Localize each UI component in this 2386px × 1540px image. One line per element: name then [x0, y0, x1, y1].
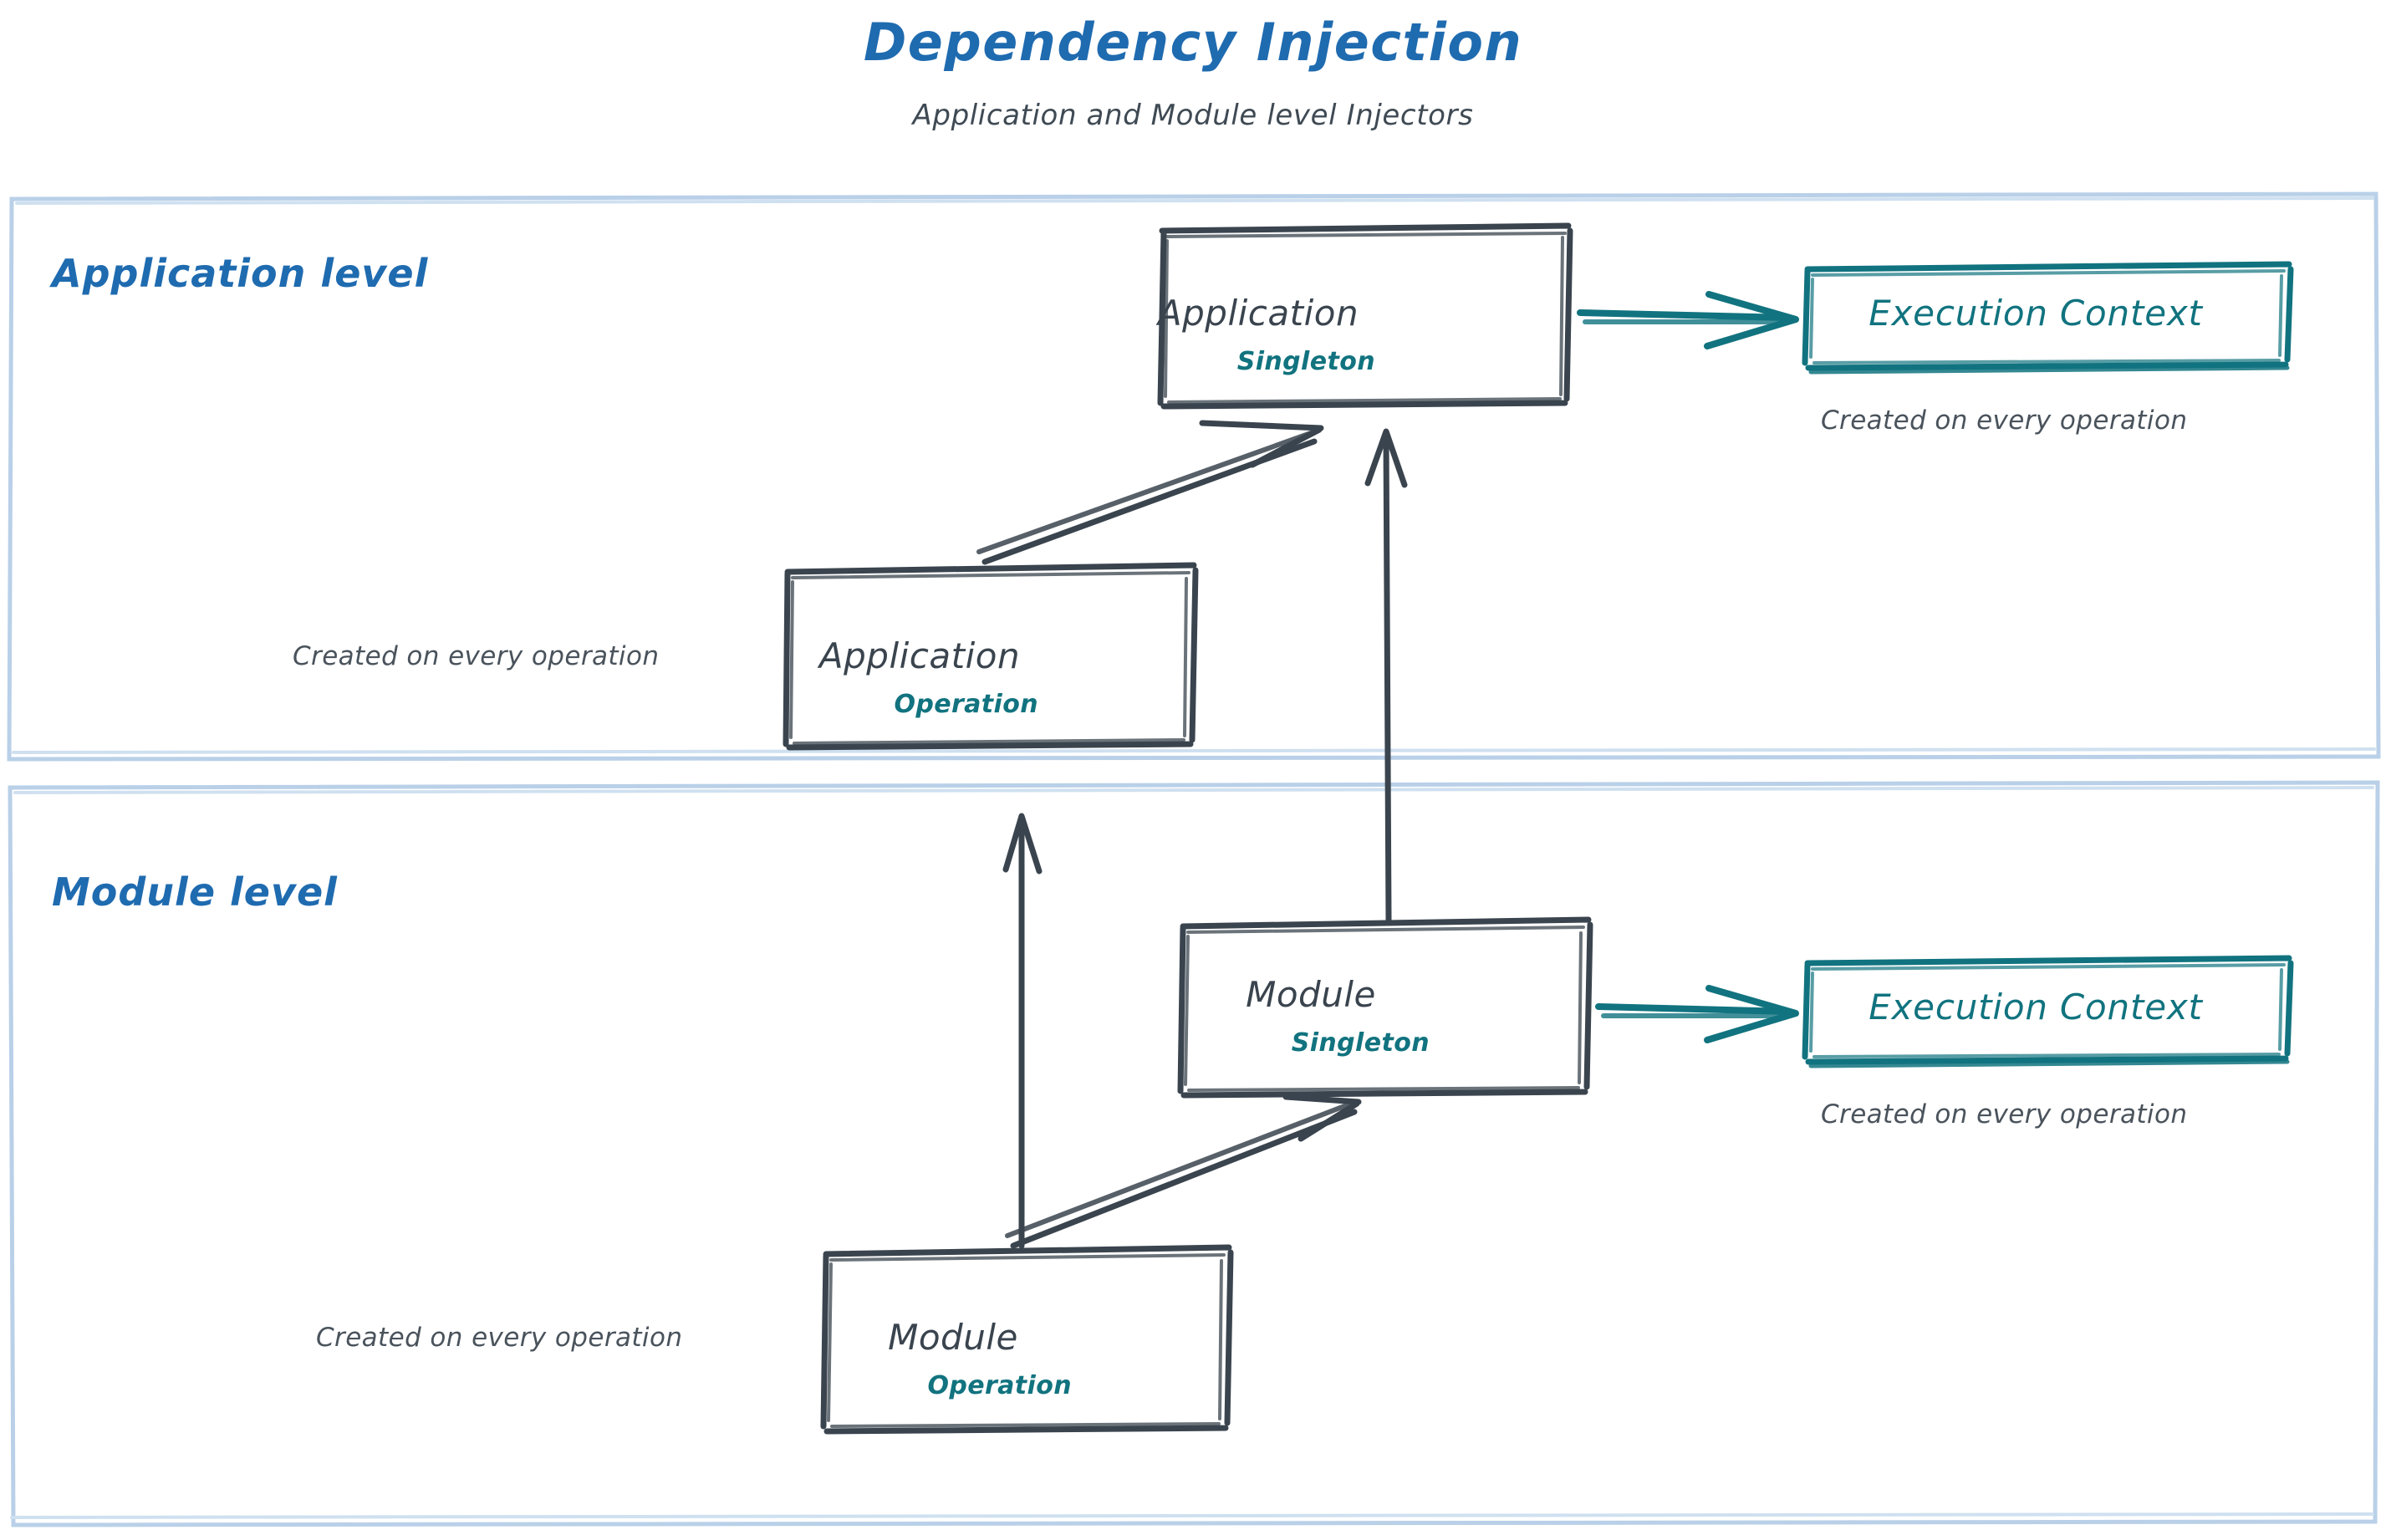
- edge-mod-singleton-to-exec-context: [1595, 985, 1799, 1043]
- lane-application-level: [7, 191, 2381, 762]
- caption-module-operation: Created on every operation: [316, 1323, 683, 1353]
- node-execution-context-application[interactable]: [1802, 261, 2294, 375]
- node-label-module-operation: Module: [888, 1317, 1018, 1358]
- lane-label-application-level: Application level: [52, 251, 429, 296]
- node-scope-application-operation: Operation: [894, 690, 1038, 719]
- lane-module-level: [8, 780, 2380, 1527]
- node-scope-application-singleton: Singleton: [1236, 347, 1375, 376]
- caption-execution-context-module: Created on every operation: [1821, 1099, 2188, 1130]
- node-label-module-singleton: Module: [1246, 974, 1376, 1015]
- caption-execution-context-application: Created on every operation: [1821, 405, 2188, 436]
- node-application-singleton[interactable]: [1157, 222, 1573, 410]
- node-module-singleton[interactable]: [1177, 916, 1593, 1099]
- node-label-execution-context-application: Execution Context: [1869, 293, 2203, 334]
- edge-app-singleton-to-exec-context: [1577, 291, 1799, 349]
- edge-mod-operation-to-mod-singleton: [1005, 1094, 1362, 1249]
- edge-mod-operation-to-app-operation: [1002, 813, 1043, 1249]
- page-subtitle: Application and Module level Injectors: [912, 99, 1474, 132]
- node-scope-module-operation: Operation: [927, 1371, 1072, 1400]
- node-label-application-operation: Application: [818, 635, 1021, 676]
- node-execution-context-module[interactable]: [1802, 955, 2294, 1068]
- edge-mod-singleton-to-app-singleton: [1364, 428, 1408, 923]
- node-application-operation[interactable]: [783, 562, 1199, 751]
- node-label-execution-context-module: Execution Context: [1869, 987, 2203, 1028]
- edge-app-operation-to-app-singleton: [976, 420, 1324, 565]
- lane-label-module-level: Module level: [52, 869, 338, 915]
- page-title: Dependency Injection: [863, 12, 1523, 73]
- node-module-operation[interactable]: [820, 1244, 1234, 1435]
- node-label-application-singleton: Application: [1157, 293, 1359, 334]
- caption-application-operation: Created on every operation: [293, 641, 660, 671]
- node-scope-module-singleton: Singleton: [1291, 1028, 1430, 1058]
